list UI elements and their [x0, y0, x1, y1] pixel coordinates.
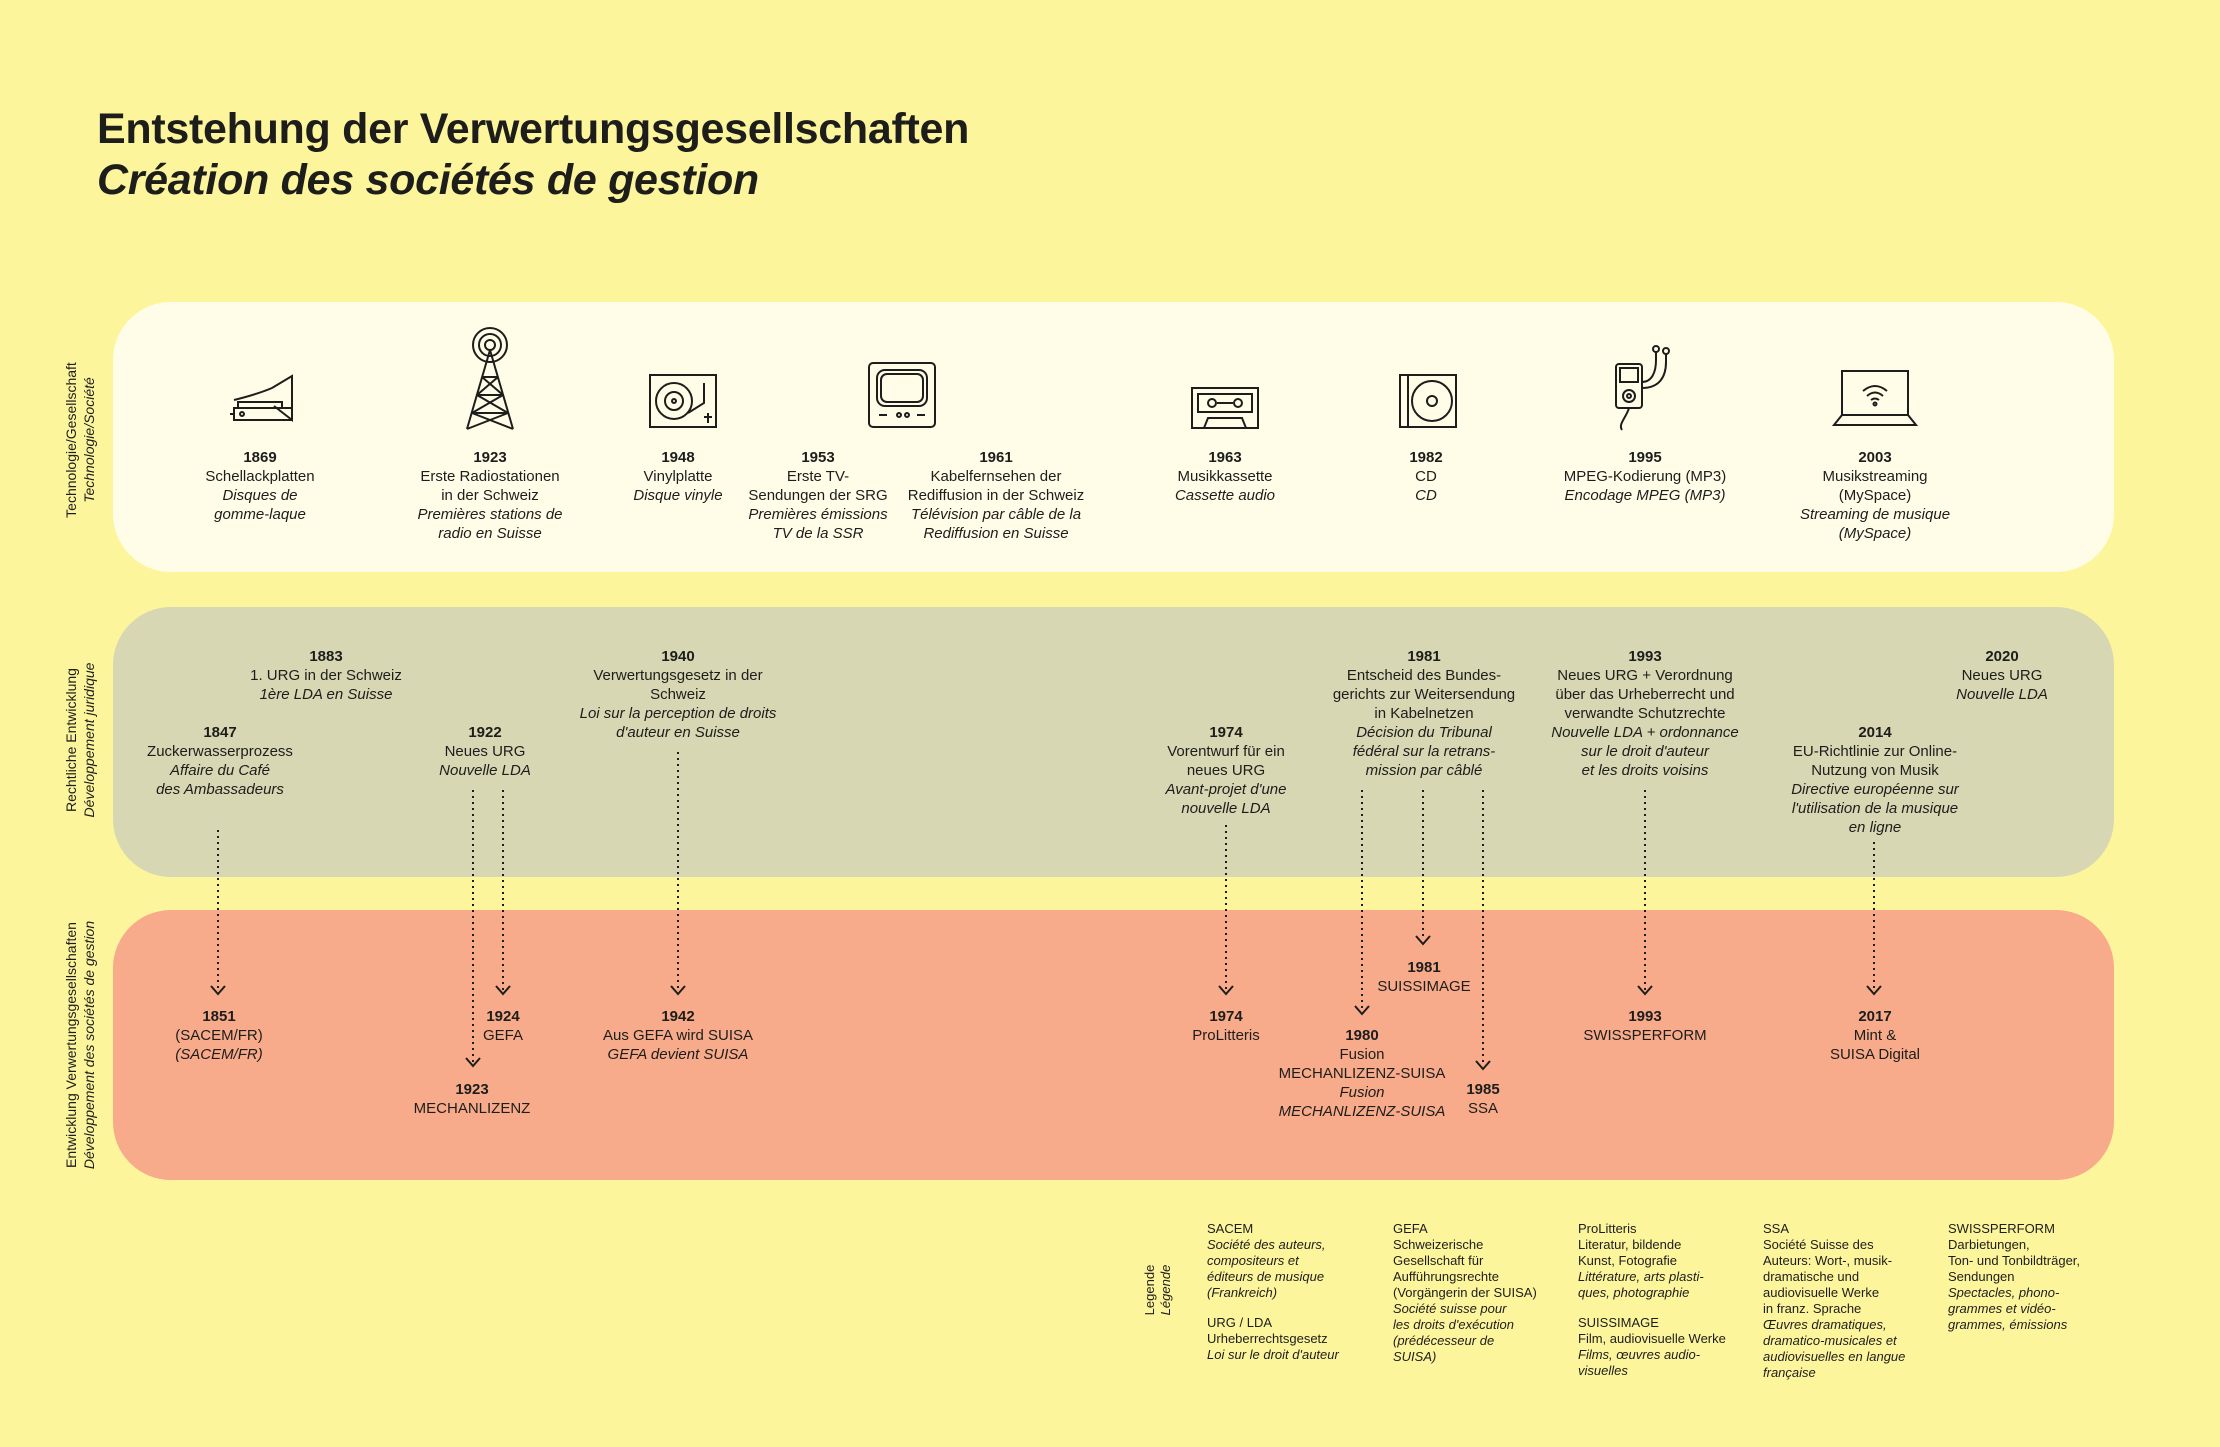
- turntable-icon: [649, 374, 717, 428]
- society-event: 1851(SACEM/FR)(SACEM/FR): [175, 1008, 263, 1063]
- page-subtitle: Création des sociétés de gestion: [97, 156, 759, 204]
- laptop-wifi-icon: [1832, 370, 1918, 426]
- society-band: [113, 910, 2114, 1180]
- cassette-icon: [1191, 387, 1259, 429]
- mp3-player-icon: [1615, 345, 1670, 431]
- page-title: Entstehung der Verwertungsgesellschaften: [97, 105, 970, 153]
- radio-tower-icon: [466, 327, 514, 430]
- television-icon: [868, 362, 936, 428]
- gramophone-icon: [230, 374, 293, 423]
- technology-band: [113, 302, 2114, 572]
- cd-icon: [1399, 374, 1457, 428]
- legal-band: [113, 607, 2114, 877]
